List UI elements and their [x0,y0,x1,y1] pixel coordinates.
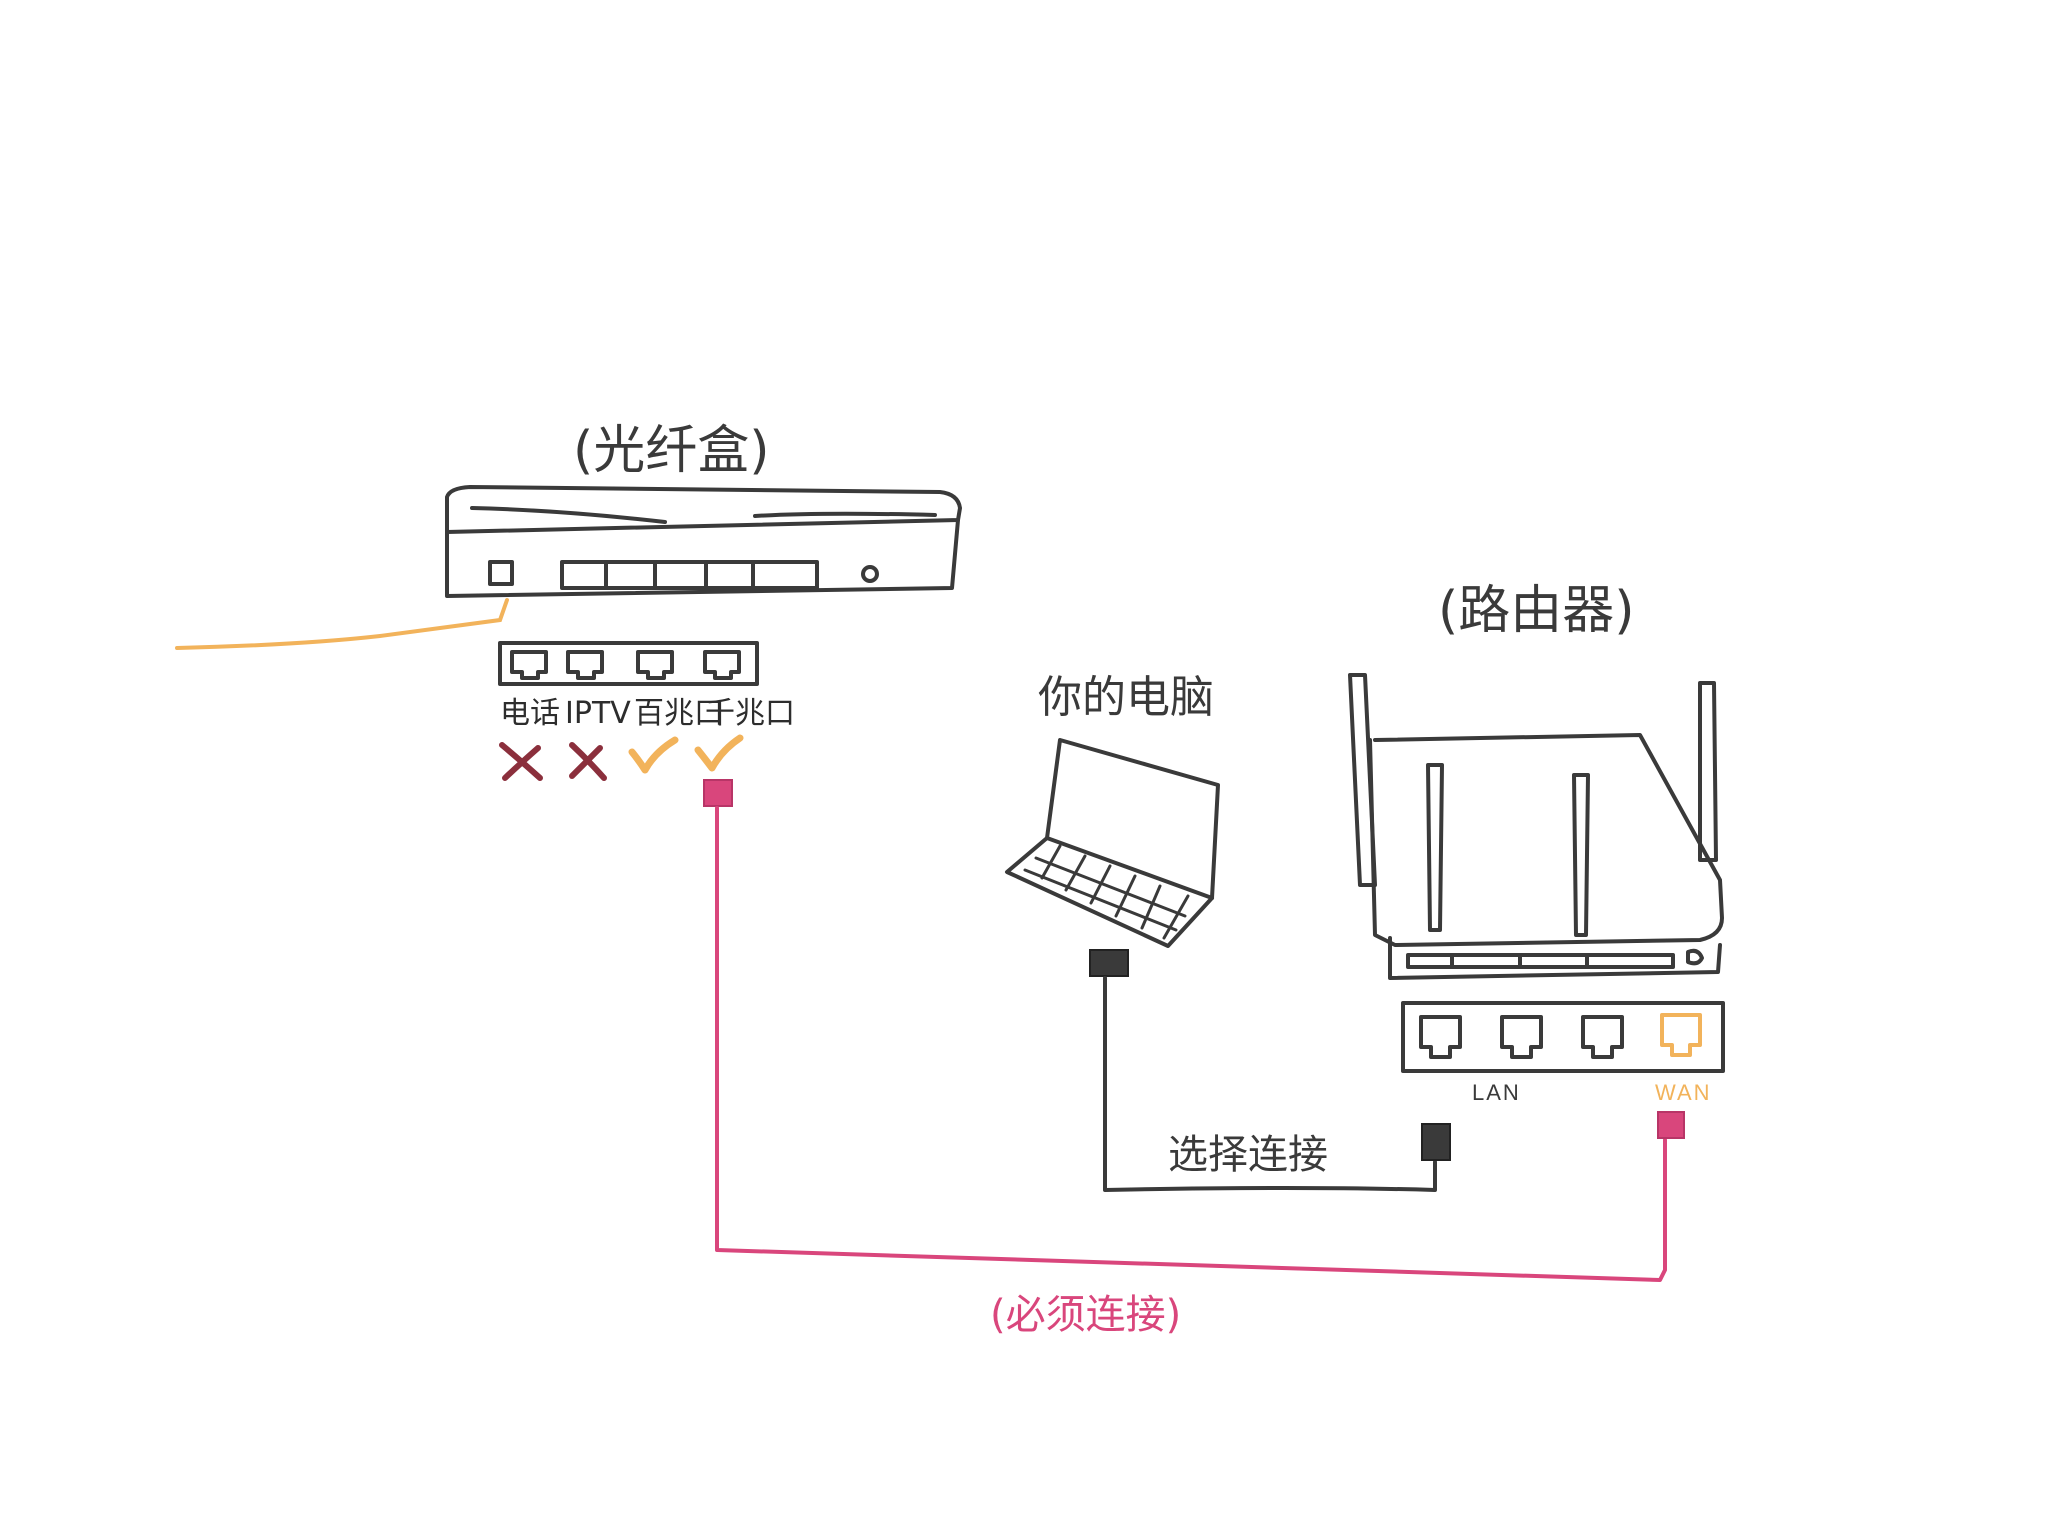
fiber-cable [177,600,507,648]
router-lan-label: LAN [1472,1080,1521,1105]
modem-port-phone-icon [512,652,546,678]
router-body [1370,735,1722,945]
modem-port-label-iptv: IPTV [565,696,631,731]
router-lan-port-2-icon [1502,1017,1541,1057]
laptop [1007,740,1218,946]
required-cable [717,808,1665,1280]
router-led-bar [1408,955,1673,967]
router-antenna-mid-right [1574,775,1588,935]
cross-mark-phone [502,745,540,778]
modem-port-label-1000m: 千兆口 [705,696,795,731]
router-title: (路由器) [1438,581,1635,641]
modem-top-groove-right [755,514,935,516]
modem-port-label-phone: 电话 [500,696,560,731]
laptop-screen [1047,740,1218,898]
modem-port-strip [562,562,817,588]
fiber-modem [447,487,960,596]
modem-port-iptv-icon [568,652,602,678]
cross-mark-iptv [572,745,604,778]
laptop-title: 你的电脑 [1038,672,1214,723]
router-antenna-mid-left [1428,765,1442,930]
modem-port-100m-icon [638,652,672,678]
required-connection-label: (必须连接) [990,1292,1181,1338]
modem-indicator-light [863,567,877,581]
optional-plug-router-lan [1422,1124,1450,1160]
check-mark-100m [632,740,675,770]
laptop-base [1007,838,1212,946]
optional-plug-laptop [1090,950,1128,976]
required-plug-router-wan [1658,1112,1684,1138]
router-wan-label: WAN [1655,1080,1712,1105]
modem-power-button [490,562,512,584]
router-lan-port-3-icon [1583,1017,1622,1057]
router [1350,675,1722,978]
check-mark-1000m [698,738,740,768]
modem-port-1000m-icon [705,652,739,678]
router-indicator [1688,951,1702,963]
modem-top-groove-left [472,508,665,522]
optional-connection-label: 选择连接 [1168,1132,1328,1178]
router-lan-port-1-icon [1421,1017,1460,1057]
router-antenna-right [1700,683,1716,860]
required-plug-modem [704,780,732,806]
modem-title: (光纤盒) [573,421,770,481]
router-wan-port-icon [1662,1015,1700,1055]
modem-port-row [500,643,757,684]
